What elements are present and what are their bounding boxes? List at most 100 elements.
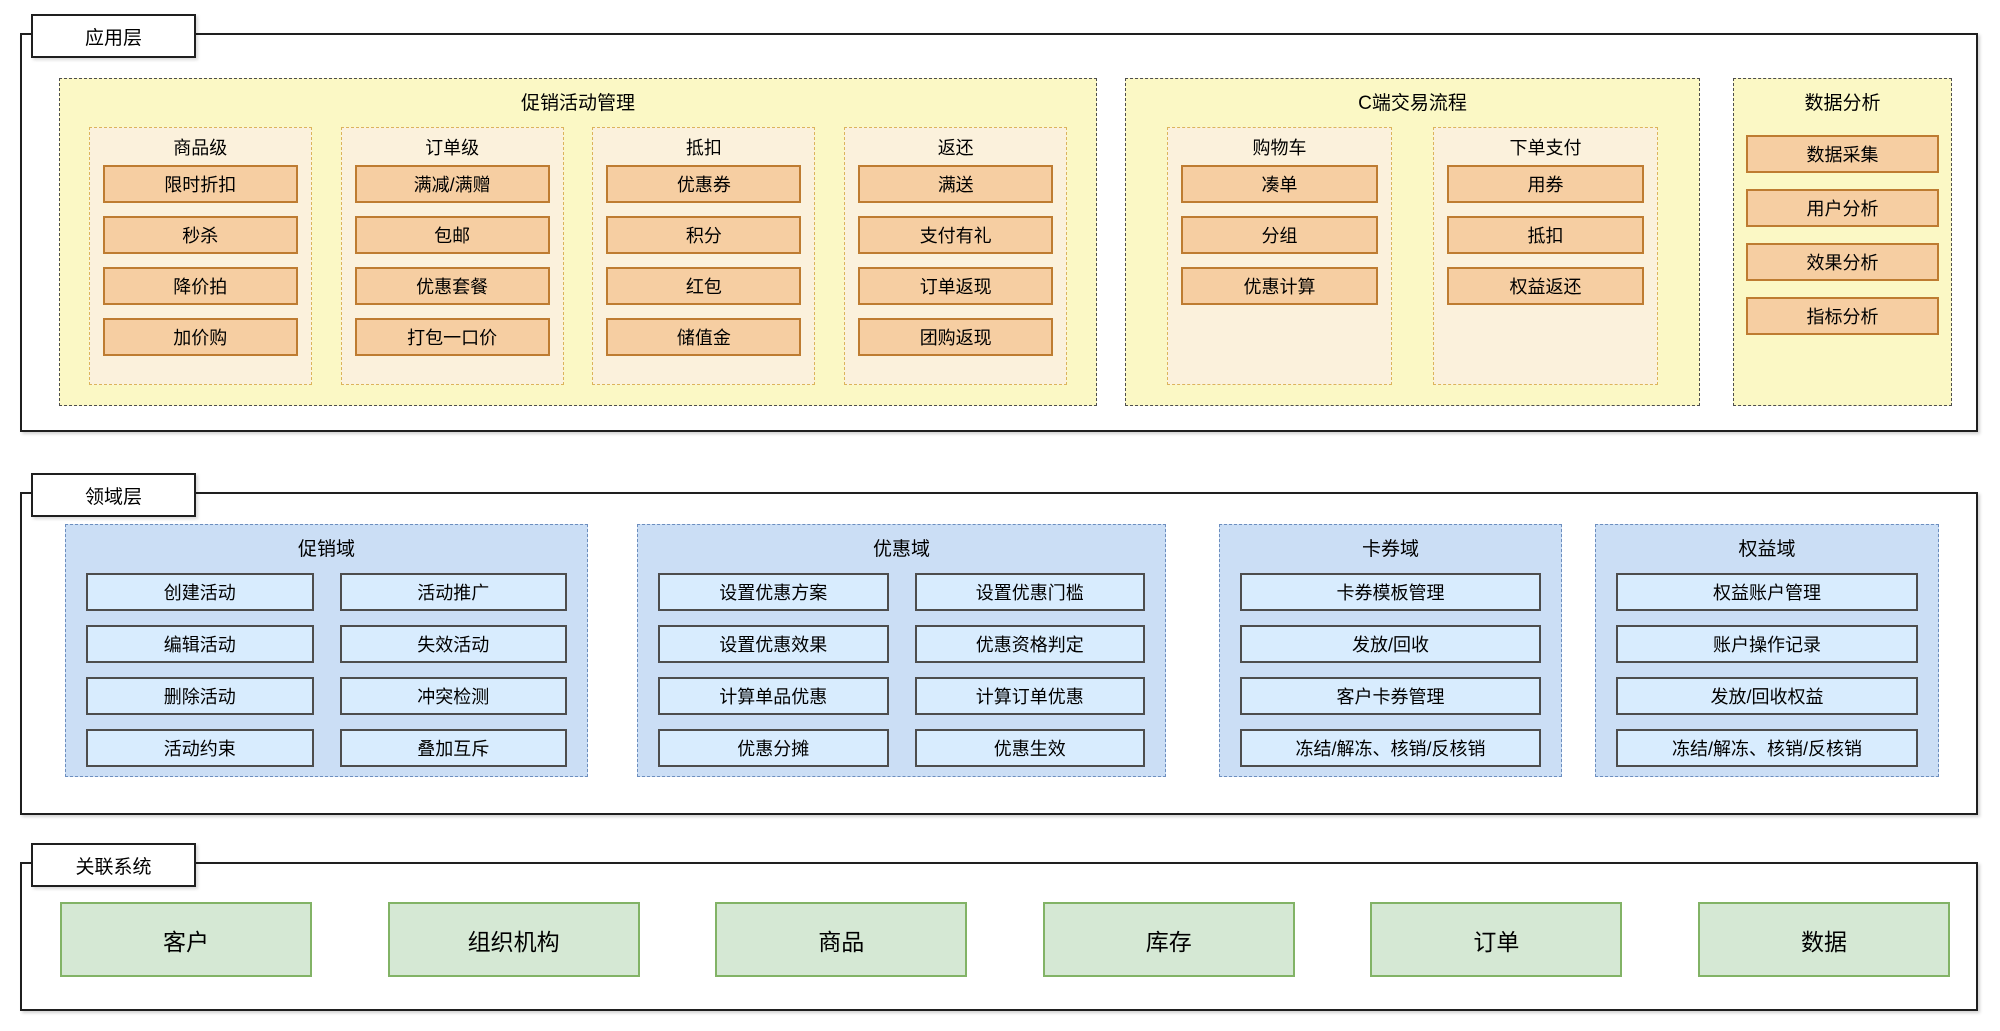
domain-item-box: 客户卡券管理 [1240,677,1541,715]
promo-item-box: 降价拍 [102,267,298,305]
subsection-order-payment: 下单支付 用券抵扣权益返还 [1433,127,1658,385]
promo-item-box: 储值金 [606,318,802,356]
layer-tab-label: 关联系统 [75,856,152,878]
section-promo-management: 促销活动管理 商品级 限时折扣秒杀降价拍加价购 订单级 满减/满赠包邮优惠套餐打… [59,78,1097,406]
layer-tab-related-systems: 关联系统 [31,843,196,887]
subsection-title: 下单支付 [1509,138,1582,158]
system-box: 商品 [715,902,968,977]
system-box: 订单 [1370,902,1623,977]
promo-item-box: 优惠套餐 [354,267,550,305]
domain-item-box: 叠加互斥 [339,729,567,767]
box-list: 限时折扣秒杀降价拍加价购 [102,165,298,356]
domain-title: 权益域 [1738,539,1796,560]
trade-item-box: 权益返还 [1447,267,1644,305]
section-title: 数据分析 [1804,93,1881,114]
promo-item-box: 加价购 [102,318,298,356]
trade-item-box: 优惠计算 [1181,267,1378,305]
promo-columns-row: 商品级 限时折扣秒杀降价拍加价购 订单级 满减/满赠包邮优惠套餐打包一口价 抵扣… [60,127,1096,385]
promo-item-box: 红包 [606,267,802,305]
trade-item-box: 用券 [1447,165,1644,203]
section-data-analysis: 数据分析 数据采集用户分析效果分析指标分析 [1733,78,1952,406]
domain-item-box: 设置优惠效果 [658,625,889,663]
analysis-item-box: 用户分析 [1746,189,1939,227]
promo-item-box: 团购返现 [858,318,1054,356]
system-box: 客户 [60,902,312,977]
box-list: 用券抵扣权益返还 [1447,165,1644,305]
box-grid: 设置优惠方案设置优惠门槛设置优惠效果优惠资格判定计算单品优惠计算订单优惠优惠分摊… [638,573,1165,767]
domain-item-box: 失效活动 [339,625,567,663]
section-title: 促销活动管理 [520,93,635,114]
subsection-title: 商品级 [173,138,228,158]
analysis-item-box: 数据采集 [1746,135,1939,173]
subsection-product-level: 商品级 限时折扣秒杀降价拍加价购 [88,127,312,385]
layer-domain: 领域层 促销域 创建活动活动推广编辑活动失效活动删除活动冲突检测活动约束叠加互斥… [20,473,1978,815]
section-c-side-trade-flow: C端交易流程 购物车 凑单分组优惠计算 下单支付 用券抵扣权益返还 [1125,78,1700,406]
domain-item-box: 发放/回收权益 [1616,677,1918,715]
domain-item-box: 账户操作记录 [1616,625,1918,663]
layer-tab-label: 领域层 [84,486,142,508]
promo-item-box: 积分 [606,216,802,254]
domain-item-box: 计算订单优惠 [914,677,1145,715]
trade-columns-row: 购物车 凑单分组优惠计算 下单支付 用券抵扣权益返还 [1126,127,1699,385]
subsection-return: 返还 满送支付有礼订单返现团购返现 [844,127,1068,385]
box-list: 满送支付有礼订单返现团购返现 [858,165,1054,356]
domain-item-box: 冻结/解冻、核销/反核销 [1616,729,1918,767]
domain-item-box: 权益账户管理 [1616,573,1918,611]
subsection-title: 购物车 [1252,138,1307,158]
domain-title: 优惠域 [872,539,930,560]
domain-title: 促销域 [297,539,355,560]
layer-tab-application: 应用层 [31,14,196,58]
domain-item-box: 计算单品优惠 [658,677,889,715]
domain-item-box: 设置优惠门槛 [914,573,1145,611]
domain-title: 卡券域 [1361,539,1419,560]
layer-tab-domain: 领域层 [31,473,196,517]
box-list: 满减/满赠包邮优惠套餐打包一口价 [354,165,550,356]
trade-item-box: 抵扣 [1447,216,1644,254]
promo-item-box: 支付有礼 [858,216,1054,254]
domain-item-box: 活动约束 [86,729,314,767]
domain-item-box: 冻结/解冻、核销/反核销 [1240,729,1541,767]
box-grid: 创建活动活动推广编辑活动失效活动删除活动冲突检测活动约束叠加互斥 [66,573,587,767]
domain-item-box: 发放/回收 [1240,625,1541,663]
section-title: C端交易流程 [1358,93,1467,114]
layer-related-systems: 关联系统 客户组织机构商品库存订单数据 [20,843,1978,1011]
subsection-title: 抵扣 [685,138,722,158]
analysis-item-box: 效果分析 [1746,243,1939,281]
subsection-shopping-cart: 购物车 凑单分组优惠计算 [1167,127,1392,385]
domain-item-box: 删除活动 [86,677,314,715]
domain-item-box: 编辑活动 [86,625,314,663]
box-list: 优惠券积分红包储值金 [606,165,802,356]
domain-item-box: 优惠分摊 [658,729,889,767]
domain-section-rights: 权益域 权益账户管理账户操作记录发放/回收权益冻结/解冻、核销/反核销 [1595,524,1939,777]
system-box: 库存 [1042,902,1295,977]
domain-item-box: 卡券模板管理 [1240,573,1541,611]
trade-item-box: 凑单 [1181,165,1378,203]
domain-section-promotion: 促销域 创建活动活动推广编辑活动失效活动删除活动冲突检测活动约束叠加互斥 [65,524,588,777]
promo-item-box: 满减/满赠 [354,165,550,203]
subsection-deduction: 抵扣 优惠券积分红包储值金 [592,127,816,385]
box-list: 凑单分组优惠计算 [1181,165,1378,305]
domain-item-box: 优惠资格判定 [914,625,1145,663]
promo-item-box: 限时折扣 [102,165,298,203]
system-box: 数据 [1697,902,1950,977]
system-box: 组织机构 [387,902,640,977]
box-list: 数据采集用户分析效果分析指标分析 [1734,135,1951,335]
domain-item-box: 设置优惠方案 [658,573,889,611]
layer-tab-label: 应用层 [84,27,142,49]
analysis-item-box: 指标分析 [1746,297,1939,335]
domain-item-box: 冲突检测 [339,677,567,715]
promo-item-box: 秒杀 [102,216,298,254]
domain-item-box: 优惠生效 [914,729,1145,767]
subsection-title: 返还 [937,138,974,158]
subsection-order-level: 订单级 满减/满赠包邮优惠套餐打包一口价 [340,127,564,385]
promo-item-box: 包邮 [354,216,550,254]
domain-item-box: 活动推广 [339,573,567,611]
layer-application: 应用层 促销活动管理 商品级 限时折扣秒杀降价拍加价购 订单级 满减/满赠包邮优… [20,14,1978,432]
domain-item-box: 创建活动 [86,573,314,611]
promo-item-box: 打包一口价 [354,318,550,356]
promo-item-box: 满送 [858,165,1054,203]
promo-item-box: 订单返现 [858,267,1054,305]
domain-section-discount: 优惠域 设置优惠方案设置优惠门槛设置优惠效果优惠资格判定计算单品优惠计算订单优惠… [637,524,1166,777]
systems-row: 客户组织机构商品库存订单数据 [60,902,1950,977]
box-grid: 卡券模板管理发放/回收客户卡券管理冻结/解冻、核销/反核销 [1220,573,1561,767]
